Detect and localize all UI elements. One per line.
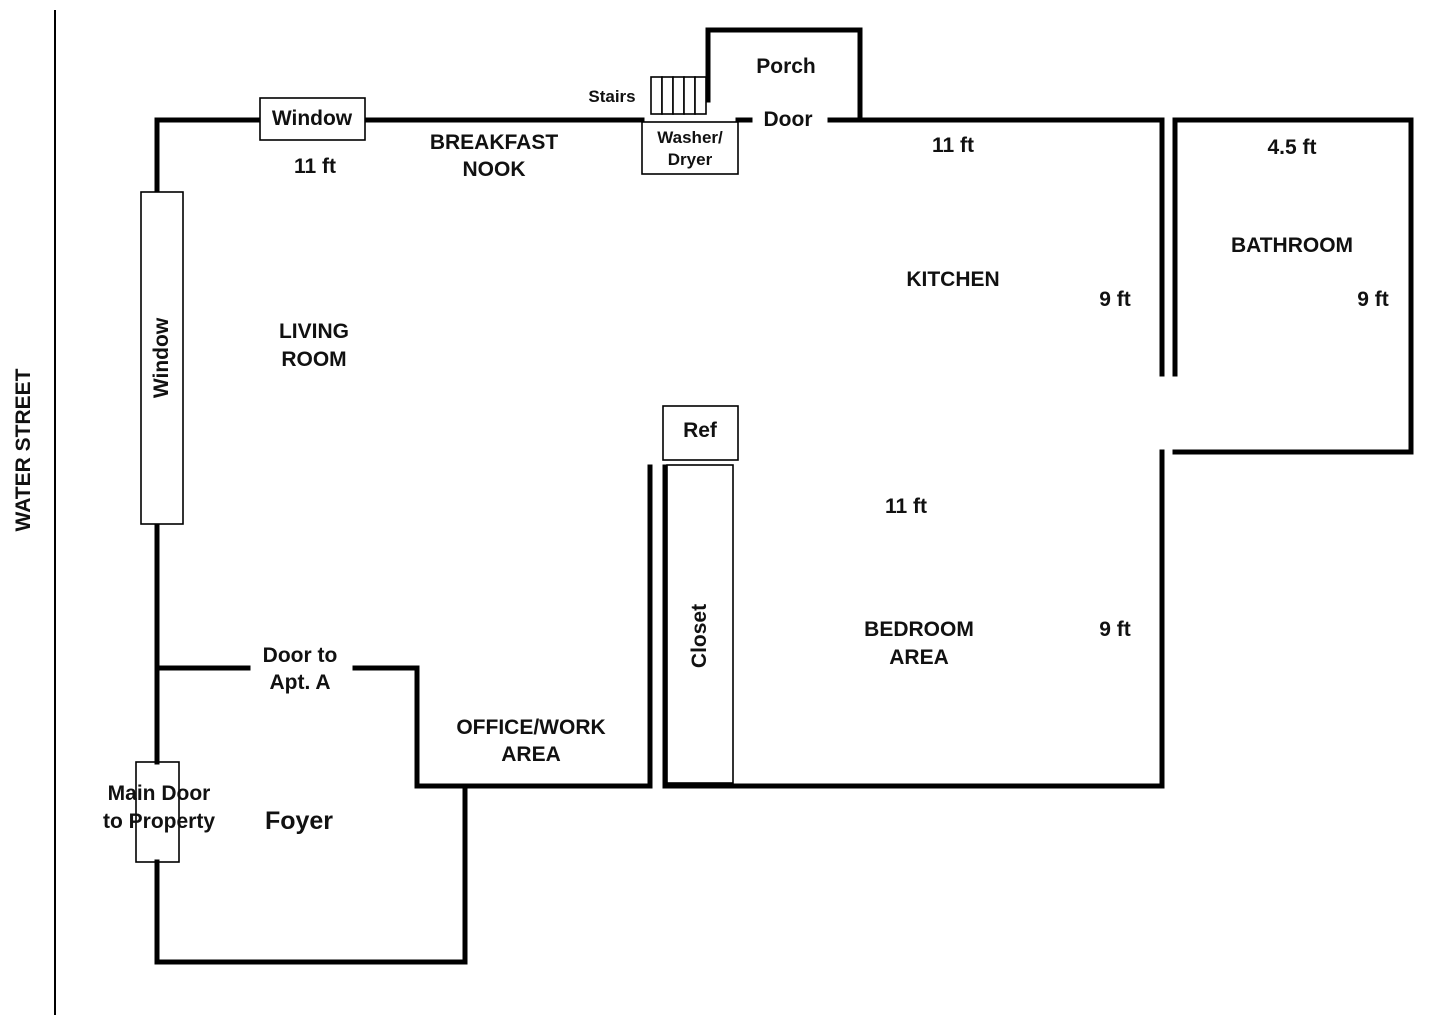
top-wall-left — [154, 117, 263, 193]
stair-step — [683, 76, 696, 115]
main-door-line2: to Property — [103, 810, 215, 833]
porch-wall — [705, 27, 863, 123]
refrigerator — [662, 405, 739, 461]
window-top-label: Window — [272, 107, 353, 130]
living-room-line1: LIVING — [279, 320, 349, 343]
kitchen-label: KITCHEN — [906, 268, 999, 291]
bathroom-label: BATHROOM — [1231, 234, 1353, 257]
bedroom-line2: AREA — [889, 646, 949, 669]
washer-dryer — [641, 121, 739, 175]
stairs-label: Stairs — [588, 87, 635, 106]
window-top — [259, 97, 366, 141]
closet — [666, 464, 734, 784]
stair-step — [694, 76, 707, 115]
stair-step — [672, 76, 685, 115]
dim-kitchen-width: 11 ft — [932, 134, 974, 157]
window-left — [140, 191, 184, 525]
apt-door-line2: Apt. A — [269, 671, 330, 694]
closet-label: Closet — [688, 604, 711, 668]
office-line1: OFFICE/WORK — [456, 716, 605, 739]
bedroom-line1: BEDROOM — [864, 618, 974, 641]
bedroom-wall — [662, 449, 1165, 789]
dim-bedroom-depth: 9 ft — [1099, 618, 1131, 641]
stair-step — [661, 76, 674, 115]
dim-bedroom-width: 11 ft — [885, 495, 927, 518]
bath-outer-wall — [1172, 117, 1414, 455]
left-wall-bottom — [154, 783, 468, 965]
breakfast-nook-line1: BREAKFAST — [430, 131, 559, 154]
apt-door-line1: Door to — [263, 644, 338, 667]
office-line2: AREA — [501, 743, 561, 766]
dim-bath-width: 4.5 ft — [1267, 136, 1316, 159]
washer-dryer-line1: Washer/ — [657, 128, 723, 147]
washer-dryer-line2: Dryer — [668, 150, 713, 169]
breakfast-nook-line2: NOOK — [463, 158, 526, 181]
apt-wall-right — [352, 464, 653, 789]
refrigerator-label: Ref — [683, 419, 718, 442]
porch-door-label: Door — [764, 108, 813, 131]
porch-label: Porch — [756, 55, 816, 78]
dim-kitchen-depth: 9 ft — [1099, 288, 1131, 311]
dim-living-width: 11 ft — [294, 155, 336, 178]
window-left-label: Window — [150, 317, 173, 398]
main-door-line1: Main Door — [108, 782, 211, 805]
stair-step — [650, 76, 663, 115]
living-room-line2: ROOM — [281, 348, 346, 371]
foyer-label: Foyer — [265, 807, 333, 835]
street-label: WATER STREET — [12, 368, 35, 531]
main-door — [135, 761, 180, 863]
dim-bath-depth: 9 ft — [1357, 288, 1389, 311]
